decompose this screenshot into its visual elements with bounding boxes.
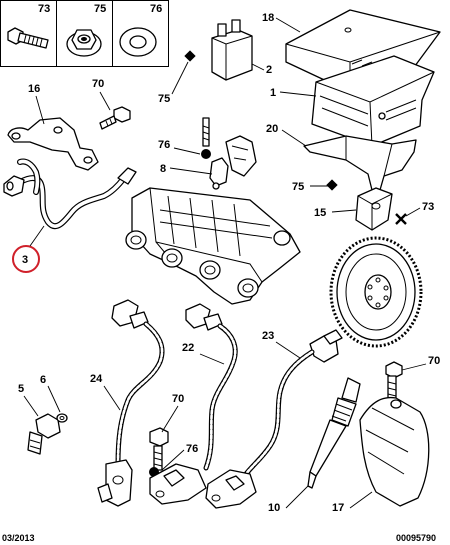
- callout-18: 18: [262, 12, 274, 24]
- flywheel[interactable]: [329, 236, 423, 348]
- callout-5: 5: [18, 383, 24, 395]
- part-17-heat-shield[interactable]: [359, 396, 430, 507]
- part-75-nut-marker[interactable]: [326, 179, 338, 191]
- header-box-label: 75: [94, 3, 106, 15]
- part-2-relay[interactable]: [211, 19, 253, 81]
- part-23-camshaft-sensor[interactable]: [243, 329, 343, 477]
- leader-line: [23, 395, 39, 417]
- leader-line: [173, 147, 201, 155]
- callout-3: 3: [22, 254, 28, 266]
- header-box-73[interactable]: 73: [0, 0, 57, 67]
- part-10-glow-plug[interactable]: [307, 377, 361, 489]
- part-15-support[interactable]: [355, 187, 393, 231]
- leader-line: [285, 485, 309, 509]
- header-box-label: 73: [38, 3, 50, 15]
- part-70-bolt[interactable]: [99, 106, 131, 130]
- callout-1: 1: [270, 87, 276, 99]
- leader-line: [281, 129, 307, 147]
- part-73-bolt-marker[interactable]: [395, 213, 407, 225]
- header-box-label: 76: [150, 3, 162, 15]
- leader-line: [349, 491, 373, 509]
- part-5-switch[interactable]: [27, 413, 61, 455]
- part-70-bolt[interactable]: [149, 427, 169, 471]
- footer-reference: 00095790: [396, 533, 436, 543]
- part-75-nut-marker[interactable]: [184, 50, 196, 62]
- flange-nut-icon: [66, 29, 102, 57]
- leader-line: [47, 385, 61, 413]
- leader-line: [161, 449, 185, 471]
- leader-line: [161, 405, 179, 433]
- part-20-tray-bracket[interactable]: [303, 135, 417, 191]
- callout-16: 16: [28, 83, 40, 95]
- leader-line: [171, 61, 189, 95]
- leader-line: [35, 95, 45, 125]
- callout-70: 70: [428, 355, 440, 367]
- part-8-sensor[interactable]: [209, 135, 257, 190]
- leader-line: [103, 385, 121, 411]
- callout-8: 8: [160, 163, 166, 175]
- leader-line: [275, 17, 301, 33]
- callout-75: 75: [158, 93, 170, 105]
- callout-15: 15: [314, 207, 326, 219]
- part-6-seal-ring[interactable]: [56, 413, 68, 423]
- callout-6: 6: [40, 374, 46, 386]
- callout-22: 22: [182, 342, 194, 354]
- sensor-body-right[interactable]: [205, 469, 257, 509]
- callout-10: 10: [268, 502, 280, 514]
- callout-70: 70: [92, 78, 104, 90]
- leader-line: [401, 363, 427, 371]
- part-76-bolt-and-washer[interactable]: [201, 117, 211, 159]
- callout-70: 70: [172, 393, 184, 405]
- header-box-75[interactable]: 75: [56, 0, 113, 67]
- part-16-mounting-bracket[interactable]: [7, 117, 99, 171]
- callout-75: 75: [292, 181, 304, 193]
- bolt-icon: [7, 27, 49, 49]
- callout-23: 23: [262, 330, 274, 342]
- leader-line: [29, 225, 45, 247]
- callout-2: 2: [266, 64, 272, 76]
- part-1-ecu-holder[interactable]: [311, 55, 435, 147]
- callout-76: 76: [186, 443, 198, 455]
- leader-line: [99, 91, 111, 111]
- leader-line: [405, 207, 421, 217]
- header-box-76[interactable]: 76: [112, 0, 169, 67]
- sensor-body-left[interactable]: [149, 463, 207, 505]
- leader-line: [275, 341, 301, 359]
- leader-line: [279, 91, 317, 97]
- callout-76: 76: [158, 139, 170, 151]
- callout-24: 24: [90, 373, 103, 385]
- footer-date: 03/2013: [2, 533, 35, 543]
- highlight-circle: [12, 245, 40, 273]
- part-22-position-sensor[interactable]: [185, 303, 238, 471]
- leader-line: [169, 167, 213, 175]
- callout-17: 17: [332, 502, 344, 514]
- leader-line: [331, 209, 357, 213]
- callout-20: 20: [266, 123, 278, 135]
- intake-manifold[interactable]: [125, 187, 301, 305]
- part-24-speed-sensor[interactable]: [97, 299, 165, 507]
- callout-73: 73: [422, 201, 434, 213]
- leader-line: [199, 353, 225, 365]
- part-70-bolt[interactable]: [385, 361, 403, 403]
- leader-line: [251, 63, 265, 71]
- part-3-hose-pipe[interactable]: [3, 158, 137, 230]
- washer-icon: [119, 27, 157, 57]
